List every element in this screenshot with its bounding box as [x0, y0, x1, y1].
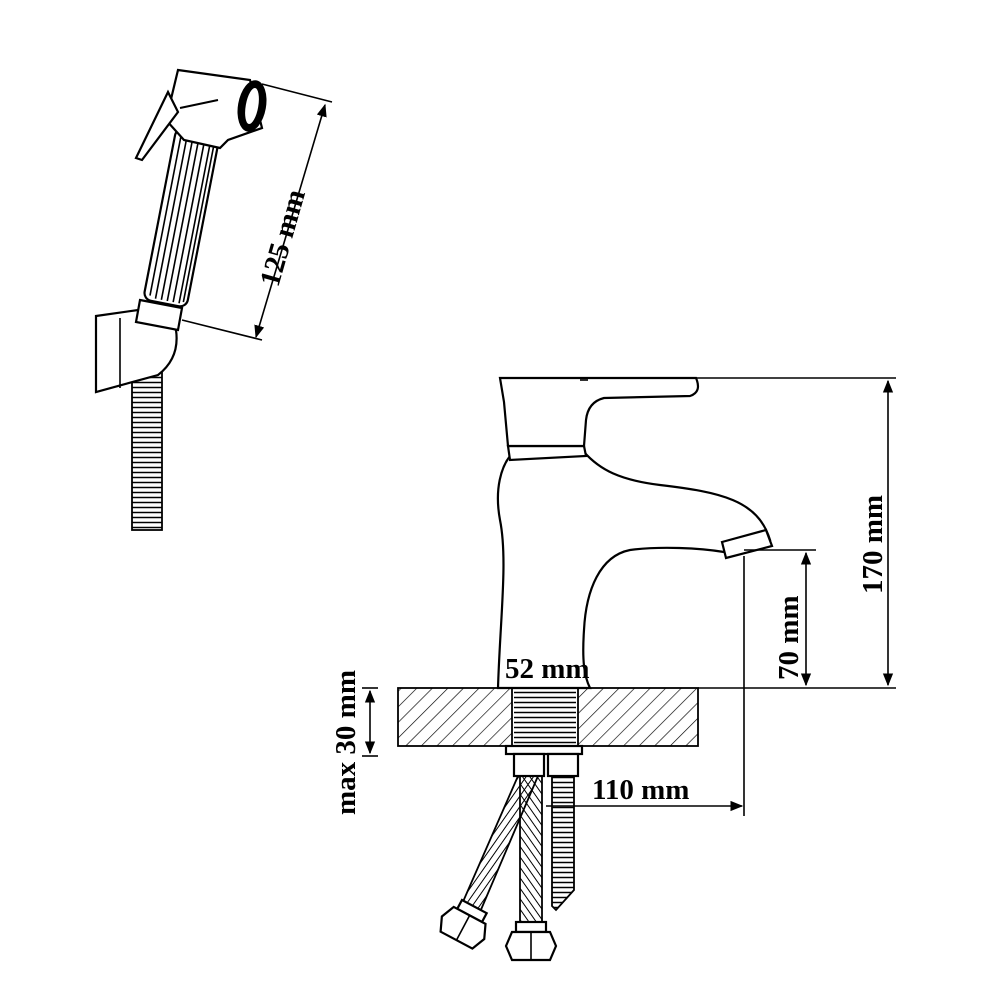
faucet-body	[496, 450, 772, 690]
label-total-height: 170 mm	[857, 495, 889, 594]
supply-hose-middle	[519, 775, 543, 925]
lever-handle	[498, 376, 700, 448]
dimension-max-thickness: max 30 mm	[330, 670, 378, 815]
dimension-spout-reach: 110 mm	[546, 556, 745, 816]
hose-fitting-left	[439, 898, 489, 950]
label-base-diameter: 52 mm	[505, 653, 590, 685]
shower-hose	[131, 371, 163, 531]
hose-fitting-middle	[504, 920, 558, 962]
dimension-spout-height: 70 mm	[744, 549, 816, 687]
label-spout-reach: 110 mm	[592, 774, 689, 806]
label-handle-length: 125 mm	[254, 186, 312, 290]
shower-trigger	[134, 89, 180, 162]
dimension-total-height: 170 mm	[696, 377, 896, 689]
label-max-thickness: max 30 mm	[330, 670, 362, 815]
shower-handle	[143, 127, 220, 308]
faucet	[397, 376, 774, 962]
supply-hose-right	[551, 775, 575, 912]
hand-shower	[94, 68, 267, 531]
label-spout-height: 70 mm	[773, 595, 805, 680]
